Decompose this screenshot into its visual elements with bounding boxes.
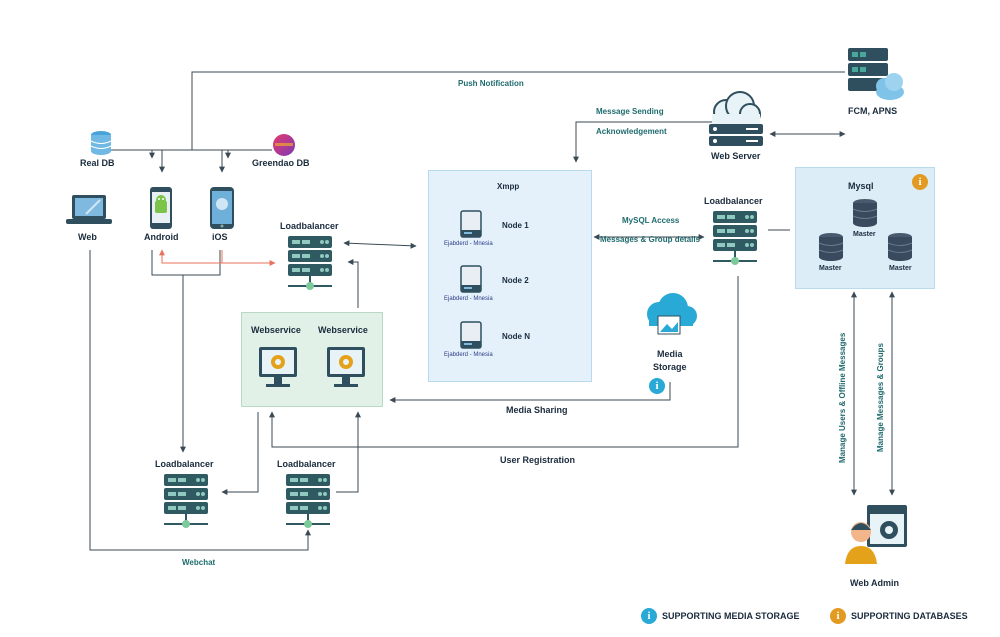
fcm-apns-label: FCM, APNS — [848, 106, 898, 116]
ws-bottom-lb-right — [336, 411, 361, 493]
media-sharing-label: Media Sharing — [506, 405, 568, 415]
mysql-cluster-box — [795, 167, 935, 289]
noden-label: Node N — [502, 332, 530, 341]
mysql-title: Mysql — [848, 181, 874, 191]
webservice-2-monitor-icon — [327, 347, 365, 387]
media-info-badge: i — [649, 378, 665, 394]
loadbalancer-bottom-left-label: Loadbalancer — [155, 459, 214, 469]
ejabberd-label-1: Ejabderd - Mnesia — [444, 241, 493, 247]
android-lb-red-arrow — [159, 249, 276, 266]
android-label: Android — [144, 232, 179, 242]
media-sharing-line — [389, 382, 671, 403]
media-storage-label: Media Storage — [653, 349, 687, 372]
ejabberd-label-2: Ejabderd - Mnesia — [444, 296, 493, 302]
greendao-db-label: Greendao DB — [252, 158, 310, 168]
ws-lb-line — [347, 259, 359, 308]
node2-drive-icon — [460, 265, 482, 293]
mysql-access-label: MySQL Access — [622, 216, 680, 225]
loadbalancer-bottom-right-icon — [286, 474, 330, 528]
message-sending-label: Message Sending — [596, 107, 664, 116]
ios-label: iOS — [212, 232, 228, 242]
loadbalancer-right-label: Loadbalancer — [704, 196, 763, 206]
database-info-badge: i — [912, 174, 928, 190]
webservice-label-2: Webservice — [318, 325, 368, 335]
loadbalancer-bottom-right-label: Loadbalancer — [277, 459, 336, 469]
loadbalancer-top-icon — [288, 236, 332, 290]
greendao-db-icon — [273, 134, 295, 156]
legend-media-text: SUPPORTING MEDIA STORAGE — [662, 611, 800, 621]
lb-xmpp-line — [343, 240, 417, 249]
master-label-left: Master — [819, 265, 842, 272]
legend-database-text: SUPPORTING DATABASES — [851, 611, 968, 621]
laptop-icon — [66, 195, 112, 224]
node1-label: Node 1 — [502, 221, 529, 230]
xmpp-title: Xmpp — [497, 182, 520, 191]
android-phone-icon — [150, 187, 172, 229]
manage-messages-label: Manage Messages & Groups — [876, 343, 885, 452]
user-registration-label: User Registration — [500, 455, 576, 465]
web-label: Web — [78, 232, 97, 242]
legend-database-badge: i — [830, 608, 846, 624]
media-storage-cloud-icon — [647, 293, 697, 335]
web-admin-label: Web Admin — [850, 578, 899, 588]
mysql-master-right-icon — [887, 233, 913, 261]
web-admin-icon — [845, 505, 907, 564]
webservice-label-1: Webservice — [251, 325, 301, 335]
real-db-label: Real DB — [80, 158, 115, 168]
message-sending-line — [573, 121, 735, 163]
ws-bottom-lb-left — [221, 412, 259, 495]
messages-group-details-label: Messages & Group details — [600, 235, 701, 244]
loadbalancer-right-icon — [713, 211, 757, 265]
legend-media-badge: i — [641, 608, 657, 624]
master-label-right: Master — [889, 265, 912, 272]
loadbalancer-top-label: Loadbalancer — [280, 221, 339, 231]
web-server-label: Web Server — [711, 151, 761, 161]
noden-drive-icon — [460, 321, 482, 349]
mysql-master-top-icon — [852, 199, 878, 227]
real-db-icon — [90, 131, 112, 155]
webchat-label: Webchat — [182, 558, 216, 567]
node1-drive-icon — [460, 210, 482, 238]
webservice-1-monitor-icon — [259, 347, 297, 387]
acknowledgement-label: Acknowledgement — [596, 127, 667, 136]
webchat-line — [89, 250, 311, 551]
web-server-icon — [709, 91, 763, 146]
ios-phone-icon — [210, 187, 234, 229]
realdb-link — [100, 149, 155, 159]
push-notification-label: Push Notification — [458, 79, 524, 88]
user-registration-line — [269, 276, 739, 448]
loadbalancer-bottom-left-icon — [164, 474, 208, 528]
push-notification-line — [191, 71, 845, 150]
ejabberd-label-3: Ejabderd - Mnesia — [444, 352, 493, 358]
manage-users-label: Manage Users & Offline Messages — [838, 332, 847, 463]
greendao-link — [225, 149, 272, 159]
fcm-apns-icon — [848, 48, 904, 100]
xmpp-cluster-box — [428, 170, 592, 382]
mysql-master-left-icon — [818, 233, 844, 261]
master-label-top: Master — [853, 231, 876, 238]
node2-label: Node 2 — [502, 276, 529, 285]
